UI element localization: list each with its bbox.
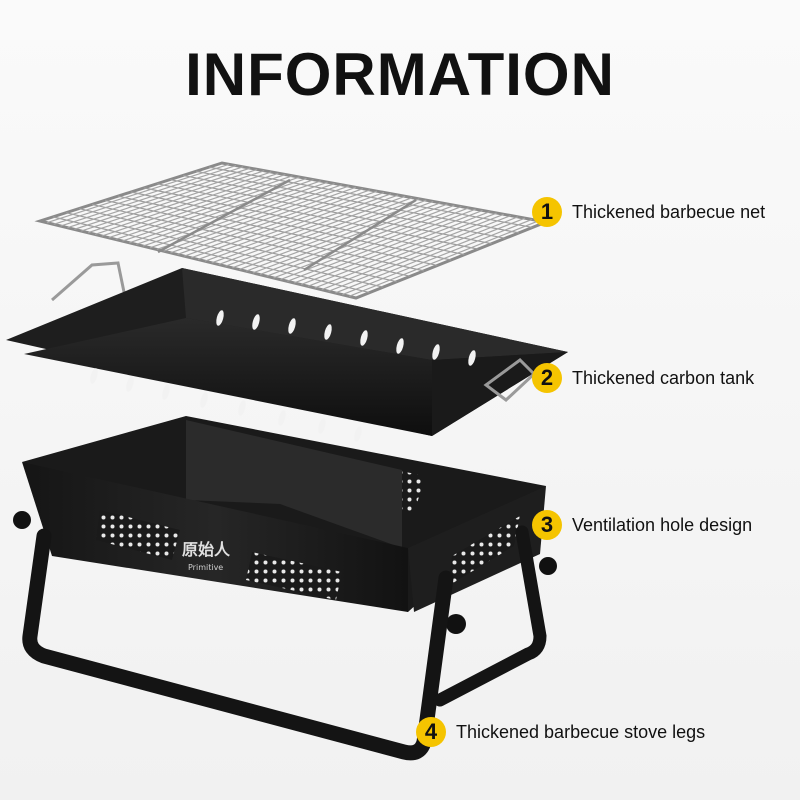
net-wire [87,171,272,234]
tank-slot [278,410,286,426]
tank-slot [252,314,260,330]
net-wire [108,175,293,239]
net-wire [252,202,441,274]
callout-1: 1 Thickened barbecue net [532,197,765,227]
callout-label: Thickened barbecue stove legs [456,721,706,742]
net-wire [342,218,533,296]
net-wire [149,182,335,249]
net-wire [335,217,526,294]
page-title: INFORMATION [185,41,615,108]
net-wire [225,197,413,267]
tank-slot [360,330,368,346]
callout-label: Thickened barbecue net [572,201,766,222]
net-wire [67,167,251,229]
net-wire [314,213,504,289]
net-wire [163,185,349,252]
stove-legs [22,525,547,761]
net-wire [46,163,230,224]
tank-slot [432,344,440,360]
net-wire [280,207,469,281]
stove-body: 原始人 Primitive [13,416,557,634]
net-wire [184,189,371,257]
net-wire [94,172,279,235]
number-badge: 2 [532,363,562,393]
tank-slot [354,426,362,442]
net-wire [218,195,406,266]
net-wire [300,211,490,286]
number-badge: 4 [416,717,446,747]
net-wire [53,164,237,225]
number-badge: 1 [532,197,562,227]
carbon-tank [6,261,568,442]
barbecue-net [34,161,552,300]
number-badge: 3 [532,510,562,540]
net-wire [211,194,399,264]
net-wire [307,212,497,287]
net-wire [197,191,385,261]
tank-slot [90,368,98,384]
tank-slot [238,400,246,416]
net-wire [232,198,420,269]
net-wire [328,216,519,292]
net-wire [156,184,342,251]
tank-slot [200,392,208,408]
net-wire [190,190,378,259]
tank-slot [468,350,476,366]
tank-slot [216,310,224,326]
net-wire [101,173,286,237]
net-wire [204,193,392,262]
net-wire [170,186,357,254]
net-wire [321,215,512,291]
net-wire [293,209,483,284]
net-wire [245,200,434,272]
tank-slot [396,338,404,354]
callout-3: 3 Ventilation hole design [532,510,752,540]
tank-slot [162,384,170,400]
net-wire [115,176,300,240]
net-wire [266,204,455,277]
net-wire [129,179,314,244]
tank-slot [288,318,296,334]
callout-2: 2 Thickened carbon tank [532,363,754,393]
net-wire [142,181,328,247]
callout-label: Thickened carbon tank [572,367,755,388]
net-wire [273,206,462,279]
brand-logo-subtitle: Primitive [188,563,223,572]
callout-label: Ventilation hole design [572,514,753,535]
net-wire [74,168,258,230]
net-wire [348,220,540,297]
tank-slot [318,418,326,434]
tank-slot [324,324,332,340]
net-wire [81,170,265,232]
net-wire [287,208,476,282]
tank-slot [126,376,134,392]
net-wire [177,188,364,256]
brand-logo: 原始人 [182,540,231,559]
callout-4: 4 Thickened barbecue stove legs [416,717,705,747]
net-wire [60,166,244,227]
